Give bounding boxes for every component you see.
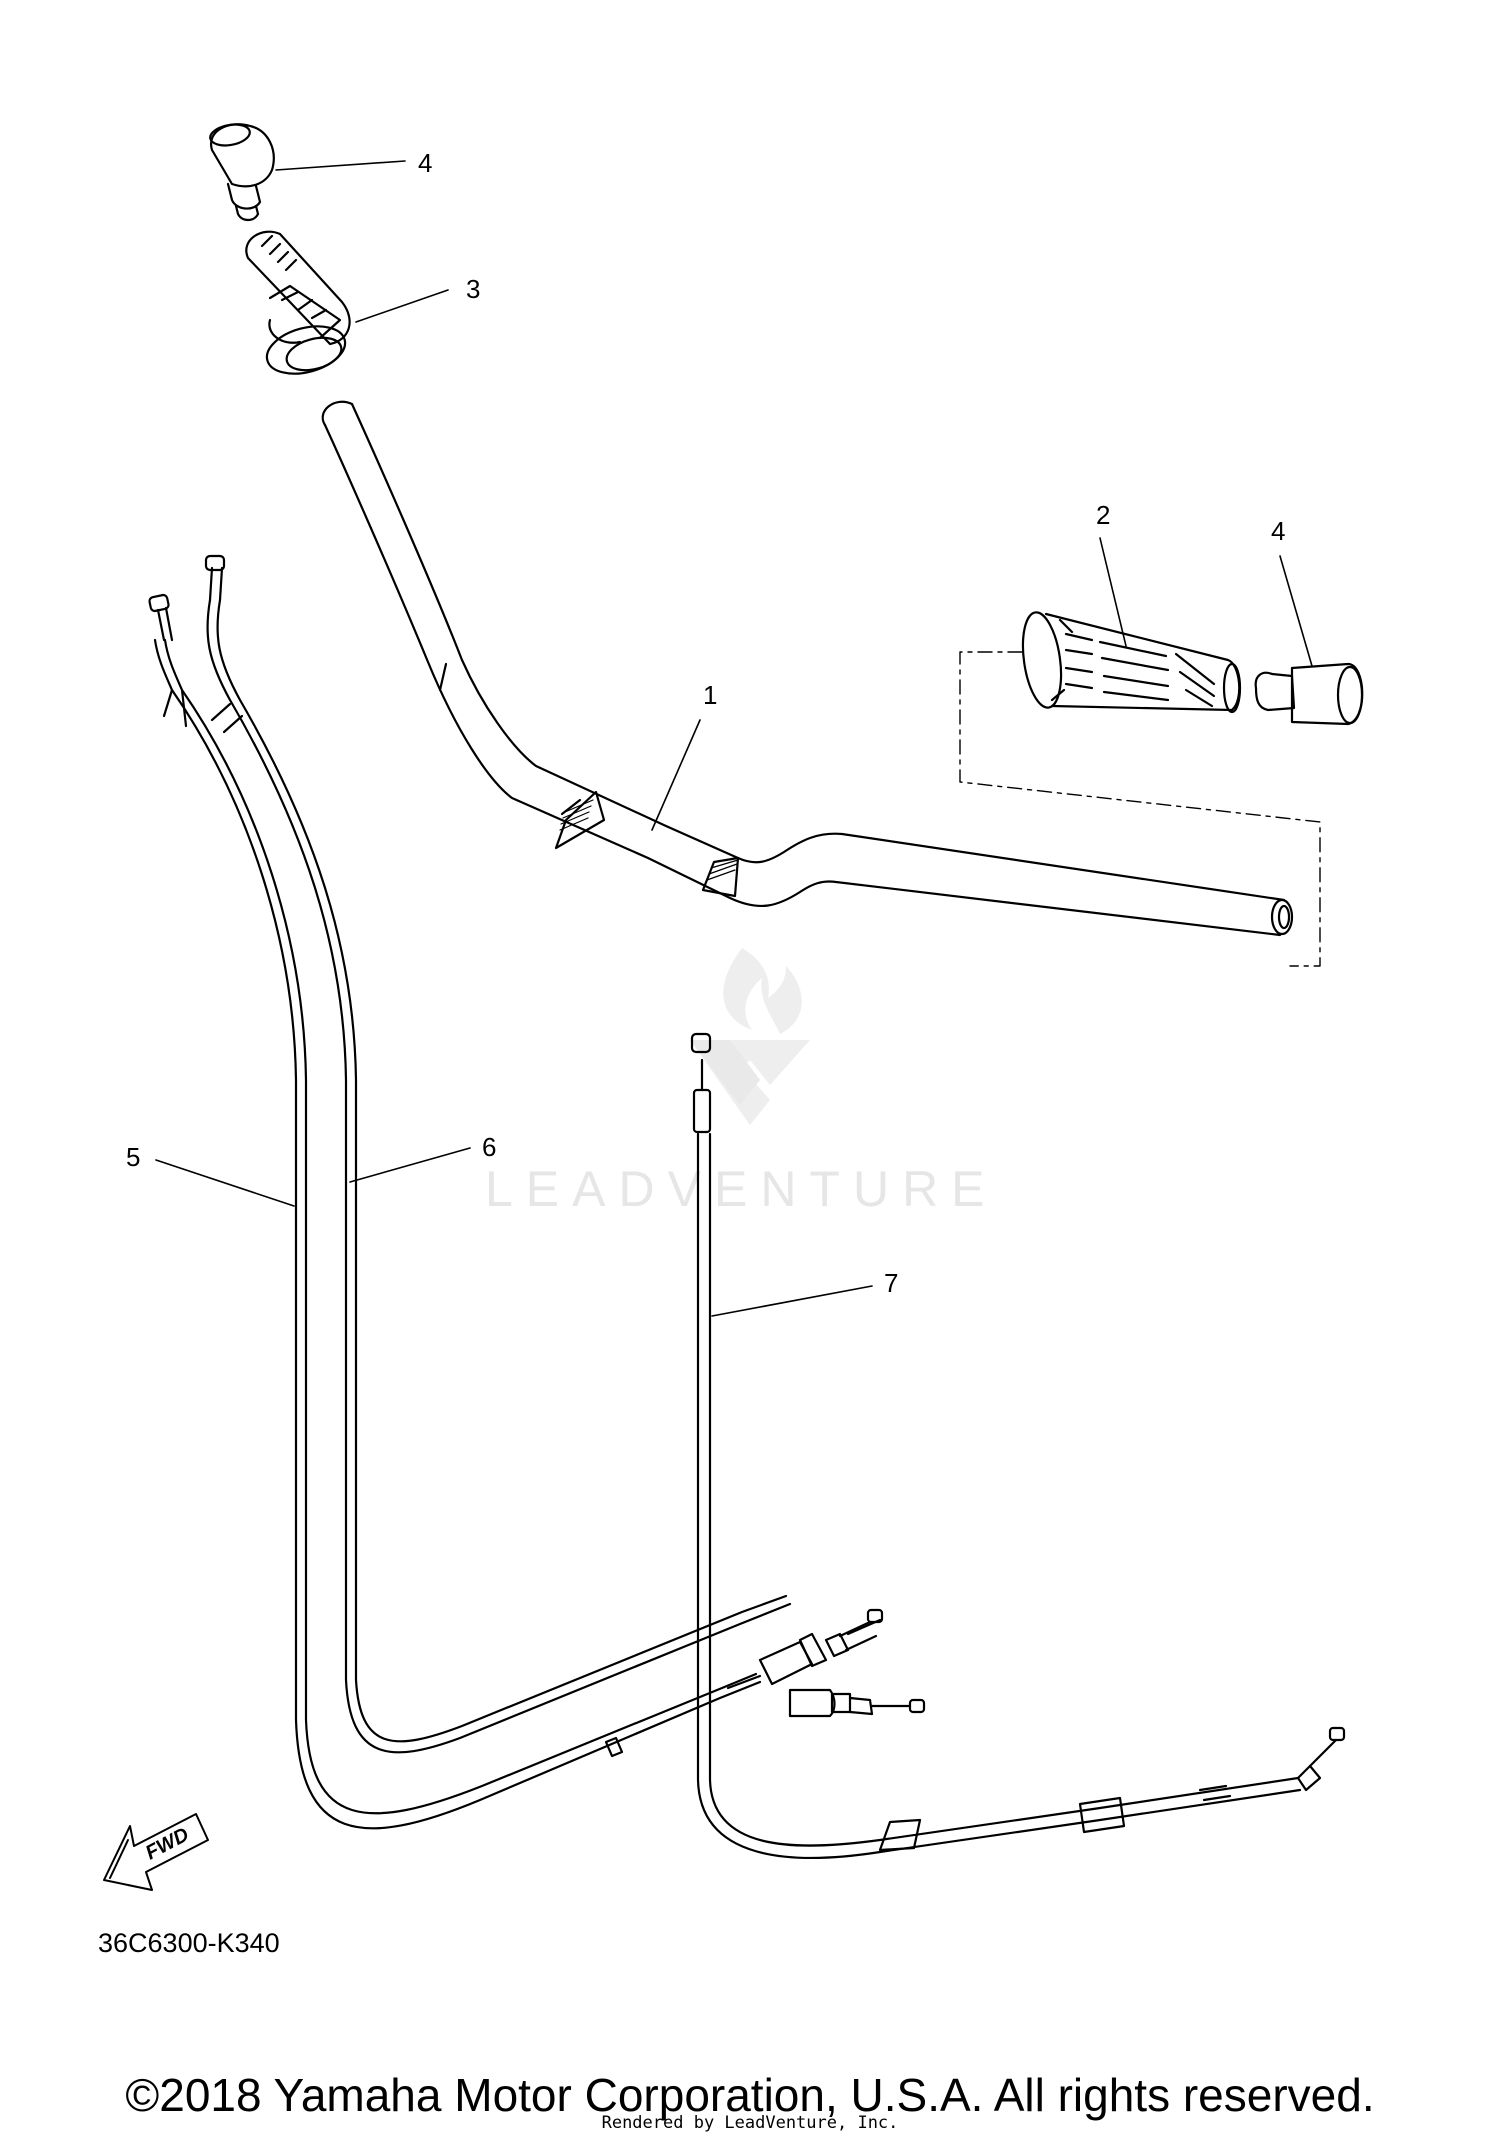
fwd-arrow-icon [103,1813,209,1891]
leader-4-right [1279,555,1313,667]
leader-3 [355,289,449,323]
leader-1 [651,719,701,831]
cable-7-part [690,1032,1346,1859]
leader-4-top [275,160,406,171]
rendered-by-text: Rendered by LeadVenture, Inc. [601,2113,899,2133]
cable-5-part [148,593,762,1830]
leader-7 [711,1285,873,1317]
bar-end-weight-right-part [1254,662,1364,726]
callout-4-right: 4 [1271,516,1285,546]
callout-5: 5 [126,1142,140,1172]
callout-1: 1 [703,680,717,710]
callout-3: 3 [466,274,480,304]
copyright-text: ©2018 Yamaha Motor Corporation, U.S.A. A… [125,2069,1375,2121]
callout-2: 2 [1096,500,1110,530]
cable-5-adjuster [758,1608,884,1686]
cable-6-part [204,554,792,1754]
cable-6-adjuster [604,1688,926,1758]
callout-7: 7 [884,1268,898,1298]
leader-2 [1099,537,1127,647]
bar-end-weight-top-part [209,123,275,222]
watermark-text: LEADVENTURE [485,1161,998,1217]
callout-6: 6 [482,1132,496,1162]
grip-part [1021,611,1242,714]
callout-4-top: 4 [418,148,432,178]
assembly-guide-lines [959,651,1321,967]
callout-leader-lines [155,160,1313,1317]
leadventure-watermark-logo: LEADVENTURE [485,948,998,1217]
diagram-code: 36C6300-K340 [98,1928,280,1958]
leader-5 [155,1159,295,1207]
throttle-grip-part [245,230,351,375]
leader-6 [349,1147,471,1183]
handlebar-part [321,400,1294,937]
